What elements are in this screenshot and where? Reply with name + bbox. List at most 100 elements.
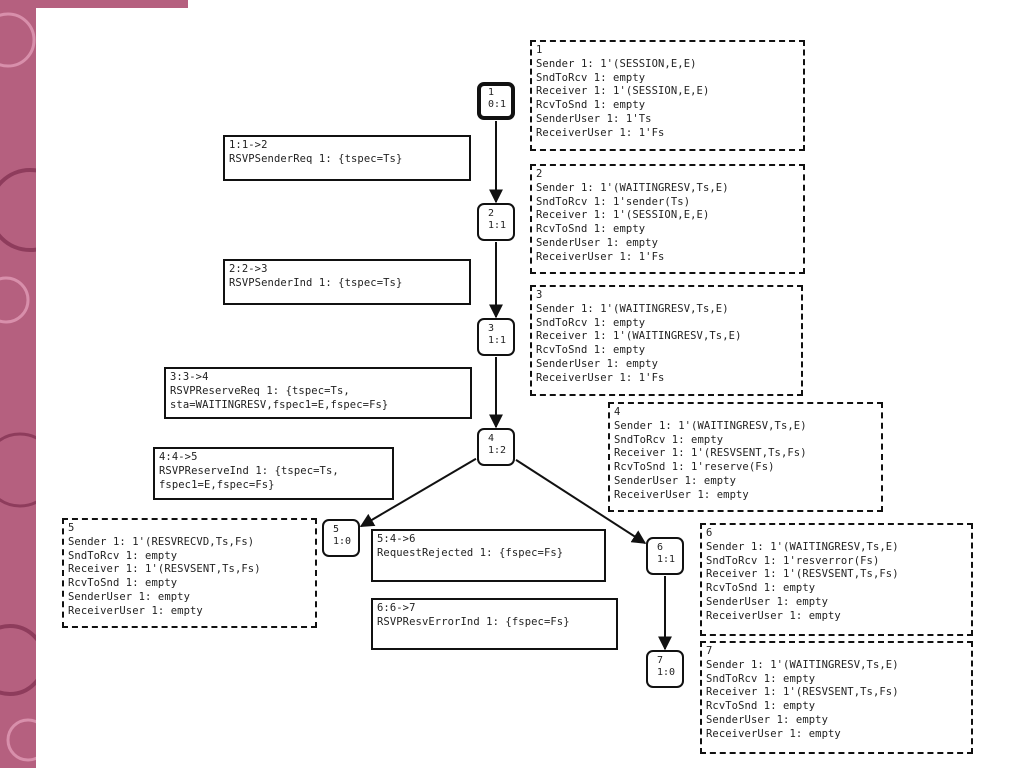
node-label: 6 bbox=[657, 542, 664, 553]
state-box-line: SenderUser 1: empty bbox=[536, 236, 659, 249]
state-box-line: SndToRcv 1: empty bbox=[536, 71, 646, 84]
state-box-line: RcvToSnd 1: empty bbox=[536, 344, 646, 357]
state-box-line: 6 bbox=[706, 527, 713, 539]
state-box-line: Sender 1: 1'(WAITINGRESV,Ts,E) bbox=[536, 181, 729, 194]
edge-label-line: 1:1->2 bbox=[229, 139, 268, 151]
state-box-line: RcvToSnd 1: empty bbox=[706, 700, 816, 713]
node-sublabel: 0:1 bbox=[488, 99, 507, 110]
state-box-line: SndToRcv 1: 1'resverror(Fs) bbox=[706, 554, 880, 567]
edge-label-line: 3:3->4 bbox=[170, 371, 209, 383]
state-box-line: SenderUser 1: empty bbox=[614, 474, 737, 487]
node-sublabel: 1:1 bbox=[657, 554, 676, 565]
edge-4-to-6 bbox=[515, 459, 647, 544]
state-box-line: RcvToSnd 1: empty bbox=[536, 223, 646, 236]
state-box-line: Receiver 1: 1'(RESVSENT,Ts,Fs) bbox=[68, 563, 261, 576]
node-sublabel: 1:2 bbox=[488, 445, 507, 456]
node-label: 3 bbox=[488, 323, 495, 334]
state-box-line: Receiver 1: 1'(RESVSENT,Ts,Fs) bbox=[706, 568, 899, 581]
edge-label-line: fspec1=E,fspec=Fs} bbox=[159, 478, 275, 491]
state-box-line: Sender 1: 1'(WAITINGRESV,Ts,E) bbox=[706, 540, 899, 553]
state-box-line: 7 bbox=[706, 645, 713, 657]
state-box-line: SndToRcv 1: empty bbox=[614, 433, 724, 446]
node-sublabel: 1:0 bbox=[657, 667, 676, 678]
edge-4-to-5 bbox=[359, 457, 477, 528]
state-box-line: Sender 1: 1'(WAITINGRESV,Ts,E) bbox=[536, 302, 729, 315]
edge-label-line: RSVPSenderReq 1: {tspec=Ts} bbox=[229, 152, 403, 165]
state-box-line: RcvToSnd 1: empty bbox=[706, 582, 816, 595]
state-box-line: ReceiverUser 1: empty bbox=[68, 604, 203, 617]
edge-label-line: 2:2->3 bbox=[229, 263, 268, 275]
state-box-line: SndToRcv 1: empty bbox=[68, 549, 178, 562]
state-box-line: Receiver 1: 1'(SESSION,E,E) bbox=[536, 209, 710, 222]
edge-label-line: 6:6->7 bbox=[377, 602, 416, 614]
state-box-line: RcvToSnd 1: empty bbox=[536, 99, 646, 112]
node-label: 2 bbox=[488, 208, 495, 219]
state-box-line: ReceiverUser 1: 1'Fs bbox=[536, 371, 665, 384]
state-box-line: 2 bbox=[536, 168, 543, 180]
state-box-line: Receiver 1: 1'(RESVSENT,Ts,Fs) bbox=[706, 686, 899, 699]
state-box-line: RcvToSnd 1: empty bbox=[68, 577, 178, 590]
edge-label-line: sta=WAITINGRESV,fspec1=E,fspec=Fs} bbox=[170, 398, 389, 411]
state-box-line: Sender 1: 1'(RESVRECVD,Ts,Fs) bbox=[68, 535, 255, 548]
edge-label-line: RSVPResvErrorInd 1: {fspec=Fs} bbox=[377, 615, 570, 628]
node-label: 4 bbox=[488, 433, 495, 444]
node-label: 1 bbox=[488, 87, 495, 98]
state-box-line: Sender 1: 1'(WAITINGRESV,Ts,E) bbox=[706, 658, 899, 671]
state-box-line: RcvToSnd 1: 1'reserve(Fs) bbox=[614, 461, 775, 474]
state-box-line: 4 bbox=[614, 406, 621, 418]
edge-label-line: RSVPReserveReq 1: {tspec=Ts, bbox=[170, 384, 350, 397]
node-sublabel: 1:0 bbox=[333, 536, 352, 547]
state-box-line: 1 bbox=[536, 44, 543, 56]
state-box-line: SenderUser 1: empty bbox=[706, 595, 829, 608]
decorative-pattern bbox=[0, 12, 36, 762]
node-sublabel: 1:1 bbox=[488, 335, 507, 346]
state-box-line: 5 bbox=[68, 522, 75, 534]
state-box-line: Receiver 1: 1'(WAITINGRESV,Ts,E) bbox=[536, 330, 742, 343]
decorative-side-strip bbox=[0, 0, 36, 768]
edge-label-line: RSVPReserveInd 1: {tspec=Ts, bbox=[159, 464, 339, 477]
state-box-line: SndToRcv 1: empty bbox=[536, 316, 646, 329]
state-box-line: Sender 1: 1'(WAITINGRESV,Ts,E) bbox=[614, 419, 807, 432]
state-box-line: SenderUser 1: 1'Ts bbox=[536, 112, 652, 125]
state-box-line: Sender 1: 1'(SESSION,E,E) bbox=[536, 57, 697, 70]
state-box-line: 3 bbox=[536, 289, 543, 301]
state-box-line: ReceiverUser 1: 1'Fs bbox=[536, 250, 665, 263]
edge-label-line: 5:4->6 bbox=[377, 533, 416, 545]
state-box-line: ReceiverUser 1: empty bbox=[706, 609, 841, 622]
state-box-line: SndToRcv 1: empty bbox=[706, 672, 816, 685]
state-box-line: ReceiverUser 1: empty bbox=[706, 727, 841, 740]
state-box-line: Receiver 1: 1'(RESVSENT,Ts,Fs) bbox=[614, 447, 807, 460]
node-label: 7 bbox=[657, 655, 664, 666]
state-box-line: SenderUser 1: empty bbox=[706, 713, 829, 726]
edge-label-line: RequestRejected 1: {fspec=Fs} bbox=[377, 546, 564, 559]
edge-label-line: RSVPSenderInd 1: {tspec=Ts} bbox=[229, 276, 403, 289]
state-box-line: ReceiverUser 1: 1'Fs bbox=[536, 126, 665, 139]
decorative-top-strip bbox=[0, 0, 188, 8]
state-box-line: SenderUser 1: empty bbox=[536, 357, 659, 370]
edge-label-line: 4:4->5 bbox=[159, 451, 198, 463]
state-box-line: SndToRcv 1: 1'sender(Ts) bbox=[536, 195, 691, 208]
state-box-line: SenderUser 1: empty bbox=[68, 590, 191, 603]
node-label: 5 bbox=[333, 524, 340, 535]
